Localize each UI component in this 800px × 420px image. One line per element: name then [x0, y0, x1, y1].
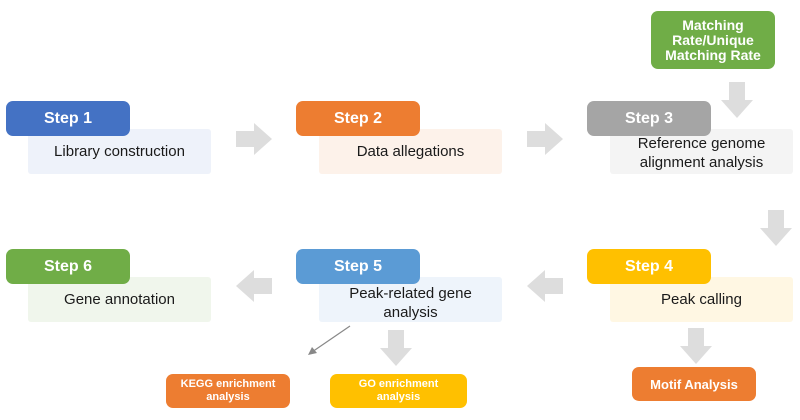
arrow-step2-to-step3 — [527, 123, 563, 155]
motif-analysis-text: Motif Analysis — [650, 376, 738, 392]
motif-analysis-box: Motif Analysis — [632, 367, 756, 401]
step6-label: Step 6 — [43, 257, 92, 275]
step6-description: Gene annotation — [64, 291, 175, 308]
arrow-step5-to-step6 — [236, 270, 272, 302]
step3-card: Reference genome alignment analysis — [610, 129, 793, 174]
arrow-step5-to-kegg — [300, 322, 356, 358]
step6-header: Step 6 — [6, 249, 130, 284]
arrow-step1-to-step2 — [236, 123, 272, 155]
step4-description: Peak calling — [661, 291, 742, 308]
arrow-step3-to-step4 — [760, 210, 792, 246]
step2-card: Data allegations — [319, 129, 502, 174]
arrow-step4-to-step5 — [527, 270, 563, 302]
step5-card: Peak-related gene analysis — [319, 277, 502, 322]
go-box: GO enrichment analysis — [330, 374, 467, 408]
matching-rate-box: Matching Rate/Unique Matching Rate — [651, 11, 775, 69]
arrow-matching-to-step3 — [721, 82, 753, 118]
step2-header: Step 2 — [296, 101, 420, 136]
step3-label: Step 3 — [624, 109, 673, 127]
step3-description: Reference genome alignment analysis — [637, 134, 766, 171]
step6-card: Gene annotation — [28, 277, 211, 322]
arrow-step4-to-motif — [680, 328, 712, 364]
step1-description: Library construction — [54, 143, 185, 160]
step1-card: Library construction — [28, 129, 211, 174]
go-text: GO enrichment analysis — [358, 378, 439, 403]
step5-label: Step 5 — [333, 257, 382, 275]
step3-header: Step 3 — [587, 101, 711, 136]
step5-header: Step 5 — [296, 249, 420, 284]
kegg-box: KEGG enrichment analysis — [166, 374, 290, 408]
step4-label: Step 4 — [624, 257, 673, 275]
step5-description: Peak-related gene analysis — [349, 284, 472, 321]
step1-header: Step 1 — [6, 101, 130, 136]
step2-description: Data allegations — [356, 143, 465, 160]
kegg-text: KEGG enrichment analysis — [180, 378, 276, 403]
step2-label: Step 2 — [333, 109, 382, 127]
arrow-step5-to-go — [380, 330, 412, 366]
step4-card: Peak calling — [610, 277, 793, 322]
step1-label: Step 1 — [43, 109, 92, 127]
step4-header: Step 4 — [587, 249, 711, 284]
matching-rate-text: Matching Rate/Unique Matching Rate — [665, 16, 761, 63]
